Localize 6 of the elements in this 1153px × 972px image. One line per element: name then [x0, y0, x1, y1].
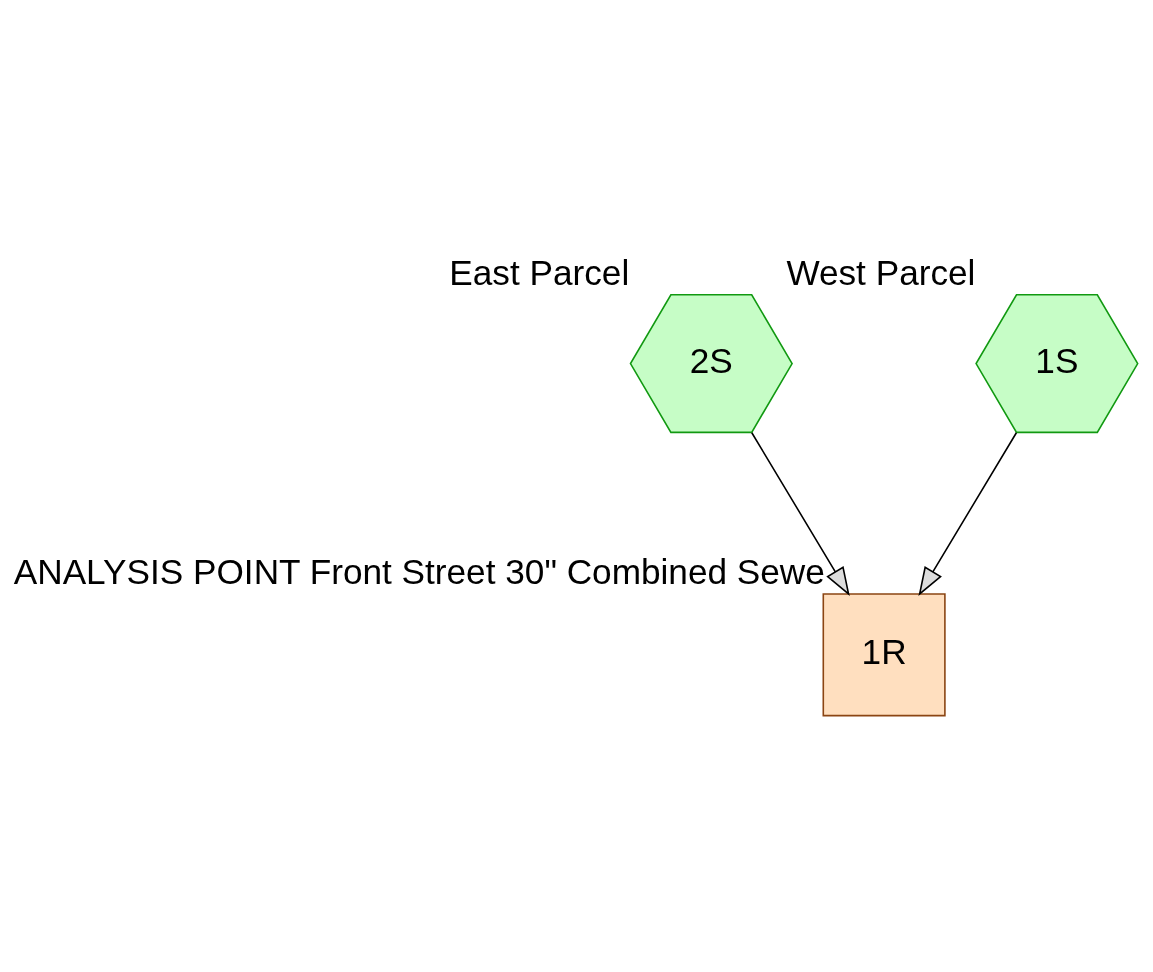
node-label: West Parcel — [786, 252, 976, 292]
arrow — [751, 431, 850, 596]
arrow — [918, 431, 1018, 596]
node-box: 1R — [822, 593, 946, 717]
node-label: ANALYSIS POINT Front Street 30" Combined Sewe — [13, 551, 825, 591]
node-label: East Parcel — [449, 252, 630, 292]
